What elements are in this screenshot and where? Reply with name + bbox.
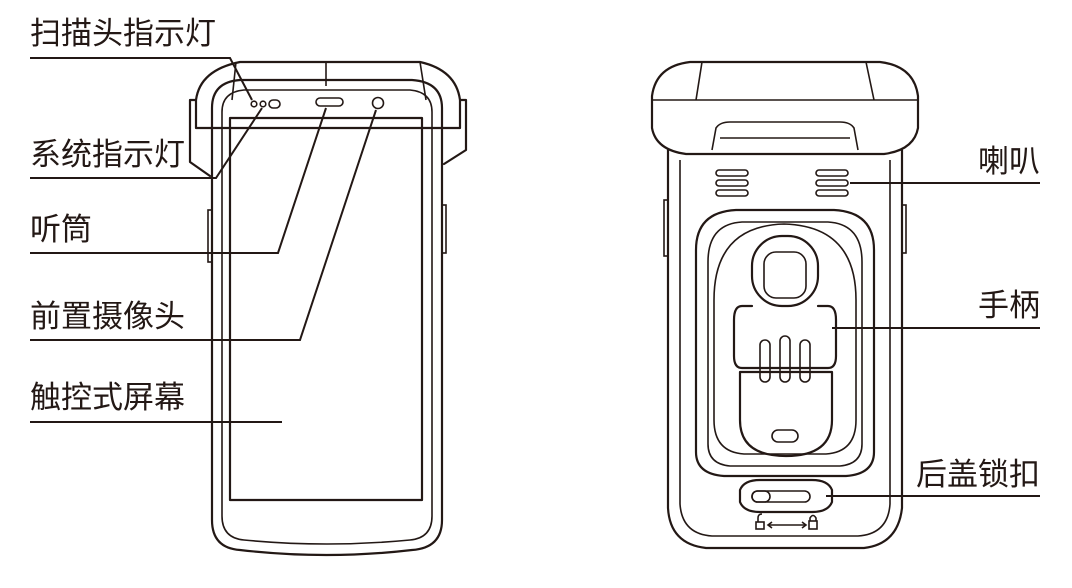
lock-icon <box>808 514 818 530</box>
label-touchscreen: 触控式屏幕 <box>30 380 185 416</box>
earpiece-slot <box>315 97 344 107</box>
system-indicator-led <box>259 100 267 108</box>
label-front-camera: 前置摄像头 <box>30 299 185 335</box>
front-camera-lens <box>371 96 385 110</box>
back-leader-lines <box>826 182 1040 497</box>
latch-legend <box>755 513 818 530</box>
back-cover-latch <box>738 478 834 514</box>
back-body <box>666 148 904 550</box>
back-scanner-head <box>650 60 920 156</box>
scanner-indicator-led <box>250 100 258 108</box>
handle <box>732 234 838 458</box>
label-handle: 手柄 <box>978 288 1040 324</box>
label-speaker: 喇叭 <box>978 144 1040 180</box>
label-back-cover-latch: 后盖锁扣 <box>916 457 1040 493</box>
front-view <box>188 60 468 557</box>
label-scanner-indicator: 扫描头指示灯 <box>30 16 216 52</box>
label-earpiece: 听筒 <box>30 212 92 248</box>
speaker-grille-right <box>815 169 849 197</box>
touchscreen <box>228 116 424 502</box>
back-cover <box>694 208 876 478</box>
label-system-indicator: 系统指示灯 <box>30 137 185 173</box>
double-arrow-icon <box>766 521 808 529</box>
back-view <box>650 60 920 550</box>
front-leader-lines <box>30 57 377 423</box>
speaker-grille-left <box>715 169 749 197</box>
front-body <box>210 78 444 557</box>
unlock-icon <box>755 513 765 530</box>
